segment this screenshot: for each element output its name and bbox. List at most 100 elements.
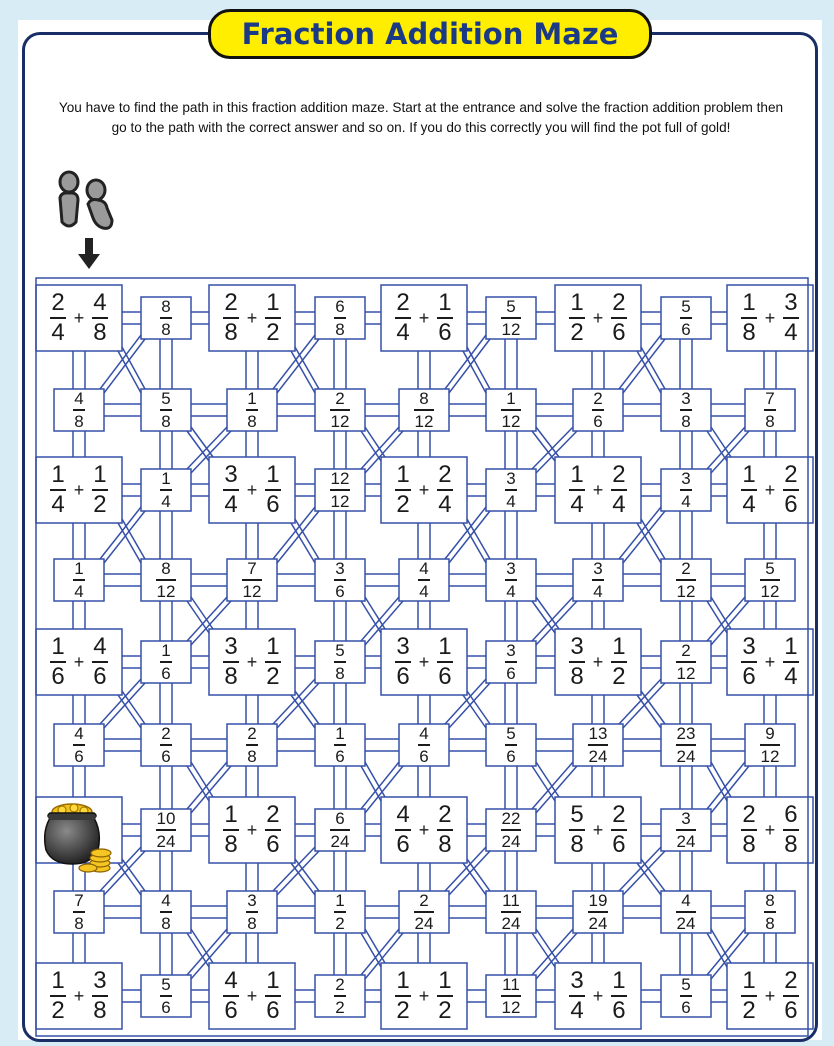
pot-of-gold-icon bbox=[44, 802, 114, 874]
answer-numerator: 5 bbox=[160, 390, 171, 407]
answer-fraction-bar bbox=[73, 579, 84, 581]
answer-denominator: 12 bbox=[242, 583, 263, 600]
answer-fraction-bar bbox=[501, 995, 522, 997]
answer-denominator: 6 bbox=[505, 748, 516, 765]
addend-denominator: 6 bbox=[265, 833, 280, 857]
maze-path-wall bbox=[291, 351, 315, 393]
addend-fraction: 36 bbox=[395, 635, 410, 689]
addend-fraction: 58 bbox=[569, 803, 584, 857]
answer-fraction: 56 bbox=[160, 976, 171, 1016]
answer-fraction-bar bbox=[334, 911, 345, 913]
answer-fraction-bar bbox=[501, 911, 522, 913]
addend-denominator: 8 bbox=[741, 833, 756, 857]
answer-fraction: 48 bbox=[160, 892, 171, 932]
addend-fraction: 16 bbox=[265, 463, 280, 517]
addend-fraction: 12 bbox=[265, 635, 280, 689]
addend-numerator: 2 bbox=[223, 291, 238, 315]
plus-sign: + bbox=[74, 308, 85, 329]
addend-fraction: 34 bbox=[569, 969, 584, 1023]
